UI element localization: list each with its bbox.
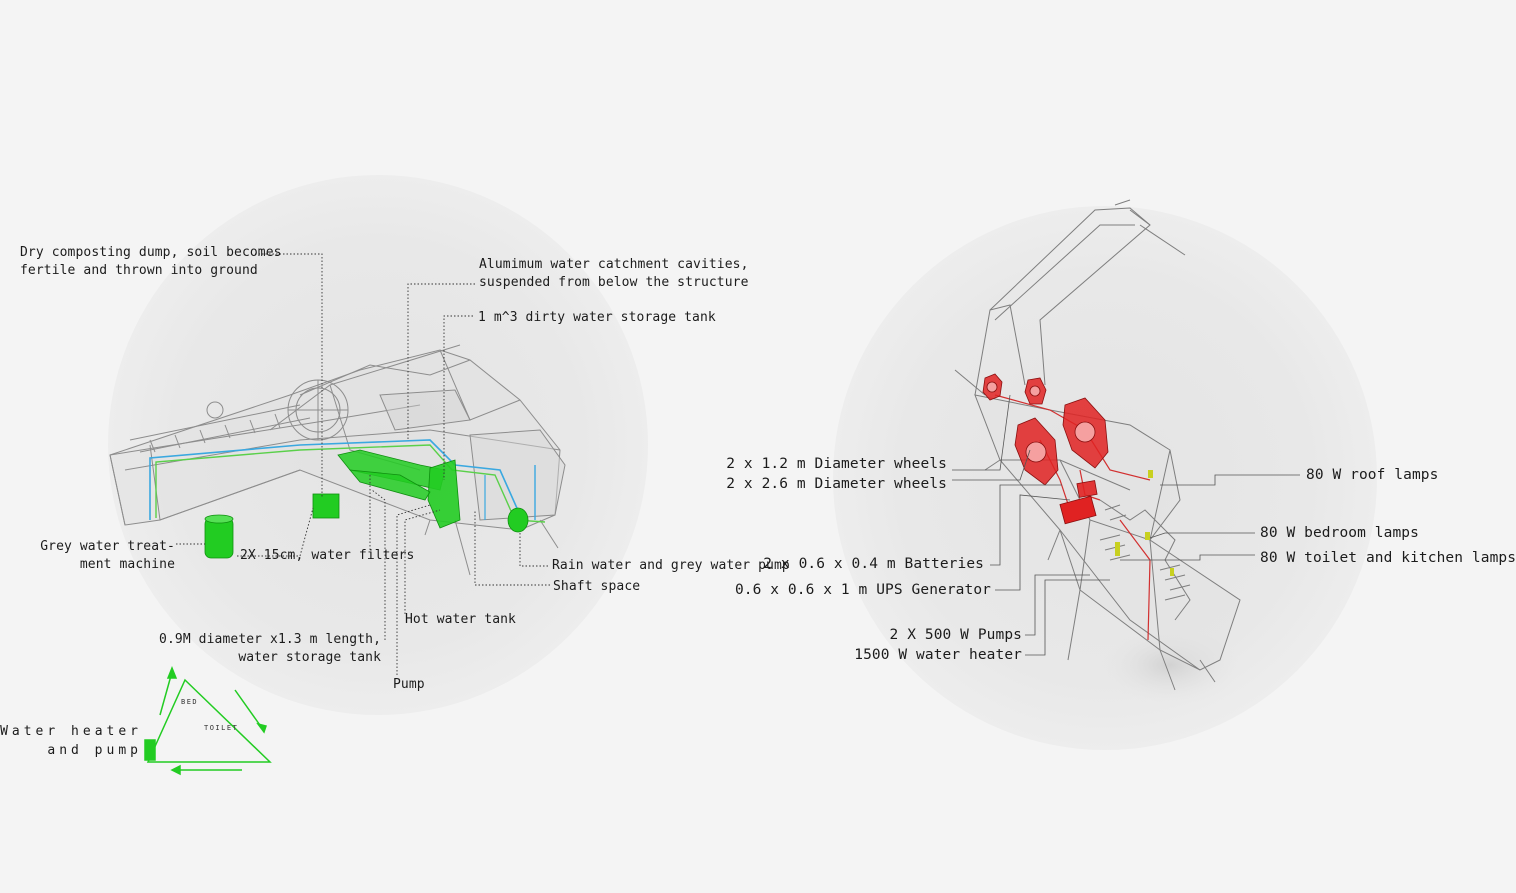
legend-arrow-right xyxy=(234,689,263,729)
blue-pipe xyxy=(149,439,521,520)
label-storage-tank: 0.9M diameter x1.3 m length, water stora… xyxy=(159,632,381,665)
energy-leader-lines xyxy=(952,394,1300,656)
water-legend-diagram xyxy=(144,665,272,776)
legend-toilet-label: TOILET xyxy=(204,724,239,732)
rain-pump-shape xyxy=(507,507,529,533)
large-wheel-1 xyxy=(1014,417,1059,486)
roof-lamp xyxy=(1148,470,1153,478)
label-batteries: 2 x 0.6 x 0.4 m Batteries xyxy=(763,556,984,572)
label-dry-composting: Dry composting dump, soil becomes fertil… xyxy=(20,245,282,278)
energy-components xyxy=(982,373,1109,525)
legend-water-heater-pump: Water heater and pump xyxy=(0,724,142,758)
water-filter-shape xyxy=(312,493,340,519)
water-heater-pump-marker xyxy=(144,739,156,761)
kitchen-lamp xyxy=(1115,542,1120,556)
legend-bed-label: BED xyxy=(181,698,199,706)
label-roof-lamps: 80 W roof lamps xyxy=(1306,467,1439,483)
legend-triangle xyxy=(146,678,272,763)
water-diagram-bubble xyxy=(108,175,648,715)
bedroom-lamp xyxy=(1145,532,1150,540)
label-water-filters: 2X 15cm, water filters xyxy=(240,548,415,563)
label-pump: Pump xyxy=(393,677,425,692)
energy-lamps xyxy=(1115,470,1174,576)
label-hot-water-tank: Hot water tank xyxy=(405,612,516,627)
legend-arrow-left xyxy=(159,671,173,716)
battery-shape xyxy=(1059,495,1097,525)
label-aluminium-catchment: Alumimum water catchment cavities, suspe… xyxy=(479,257,749,290)
generator-shape xyxy=(1076,480,1098,498)
label-dirty-water-tank: 1 m^3 dirty water storage tank xyxy=(478,310,716,325)
label-wheels: 2 x 1.2 m Diameter wheels 2 x 2.6 m Diam… xyxy=(726,456,947,492)
grey-water-machine-shape xyxy=(204,517,234,559)
large-wheel-2 xyxy=(1062,397,1109,469)
label-toilet-kitchen-lamps: 80 W toilet and kitchen lamps xyxy=(1260,550,1516,566)
label-pumps-heater: 2 X 500 W Pumps 1500 W water heater xyxy=(854,627,1022,663)
label-bedroom-lamps: 80 W bedroom lamps xyxy=(1260,525,1419,541)
label-shaft-space: Shaft space xyxy=(553,579,641,594)
water-leader-lines xyxy=(176,253,550,675)
label-rain-water-pump: Rain water and grey water pump xyxy=(552,558,790,573)
small-wheel-2 xyxy=(1024,377,1047,405)
small-wheel-1 xyxy=(982,373,1003,401)
label-grey-water-machine: Grey water treat- ment machine xyxy=(40,539,175,572)
label-ups-generator: 0.6 x 0.6 x 1 m UPS Generator xyxy=(734,582,991,598)
